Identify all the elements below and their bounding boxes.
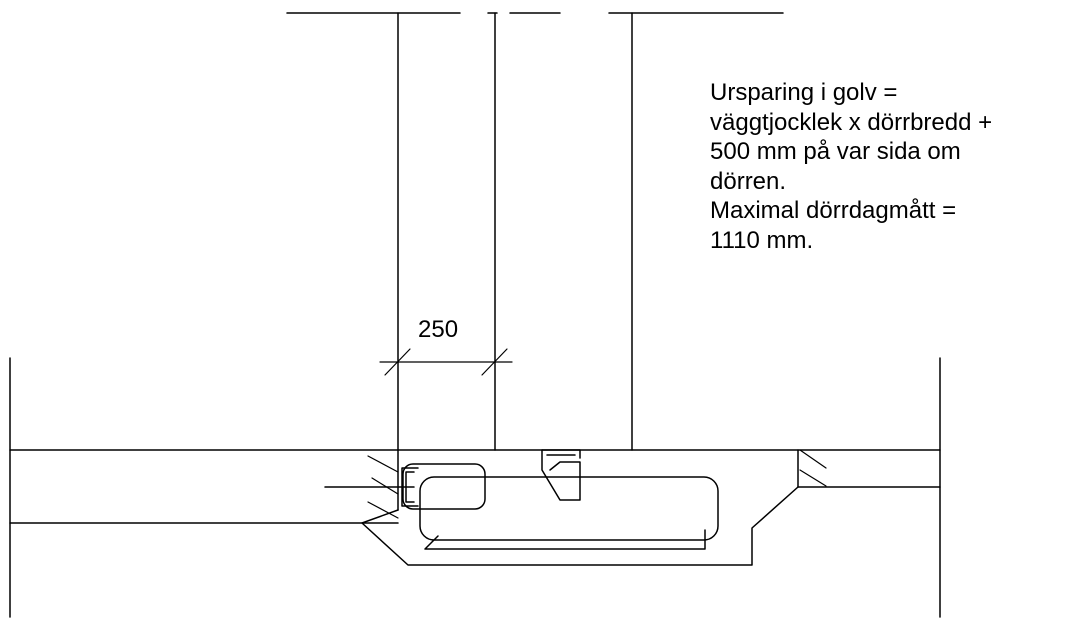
break-marks <box>367 449 827 519</box>
channel-element <box>419 476 719 550</box>
note-line: Maximal dörrdagmått = <box>710 197 957 224</box>
dimension-250: 250 <box>379 316 513 376</box>
note-line: dörren. <box>710 167 787 195</box>
door-wall-verticals <box>397 12 633 451</box>
note-line: Ursparing i golv = <box>710 79 898 106</box>
note-line: väggtjocklek x dörrbredd + <box>710 108 993 136</box>
left-floor-slab <box>9 449 399 524</box>
note-line: 500 mm på var sida om <box>710 138 961 165</box>
dimension-label: 250 <box>418 316 458 343</box>
note-line: 1110 mm. <box>710 226 814 254</box>
annotation-note: Ursparing i golv = väggtjocklek x dörrbr… <box>710 78 1050 255</box>
floor-recess-outline <box>361 486 799 566</box>
threshold-profile <box>541 449 581 501</box>
frame-profile-left <box>324 463 486 510</box>
right-floor-slab <box>797 449 941 488</box>
